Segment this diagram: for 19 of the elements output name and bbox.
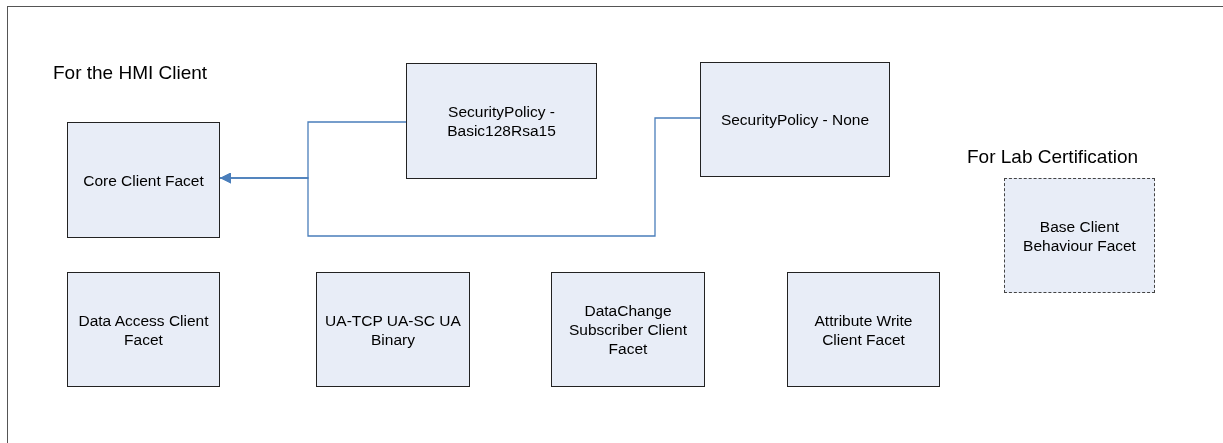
connector-arrow [219,117,701,237]
box-label: Data Access Client Facet [77,310,210,349]
facet-box [700,62,890,177]
box-label: Base Client Behaviour Facet [1022,216,1137,255]
box-label: DataChange Subscriber Client Facet [568,301,688,358]
box-label: Attribute Write Client Facet [813,310,914,349]
group-heading: For Lab Certification [967,146,1139,168]
dashed-facet-box [1004,178,1155,293]
box-label: SecurityPolicy - None [720,110,870,129]
facet-box [406,63,597,179]
facet-box [787,272,940,387]
facet-box [67,122,220,238]
facet-box [67,272,220,387]
facet-box [551,272,705,387]
box-label: Core Client Facet [83,170,204,190]
group-heading: For the HMI Client [53,62,208,84]
facet-box [316,272,470,387]
box-label: UA-TCP UA-SC UA Binary [324,310,462,349]
box-label: SecurityPolicy - Basic128Rsa15 [446,102,557,140]
